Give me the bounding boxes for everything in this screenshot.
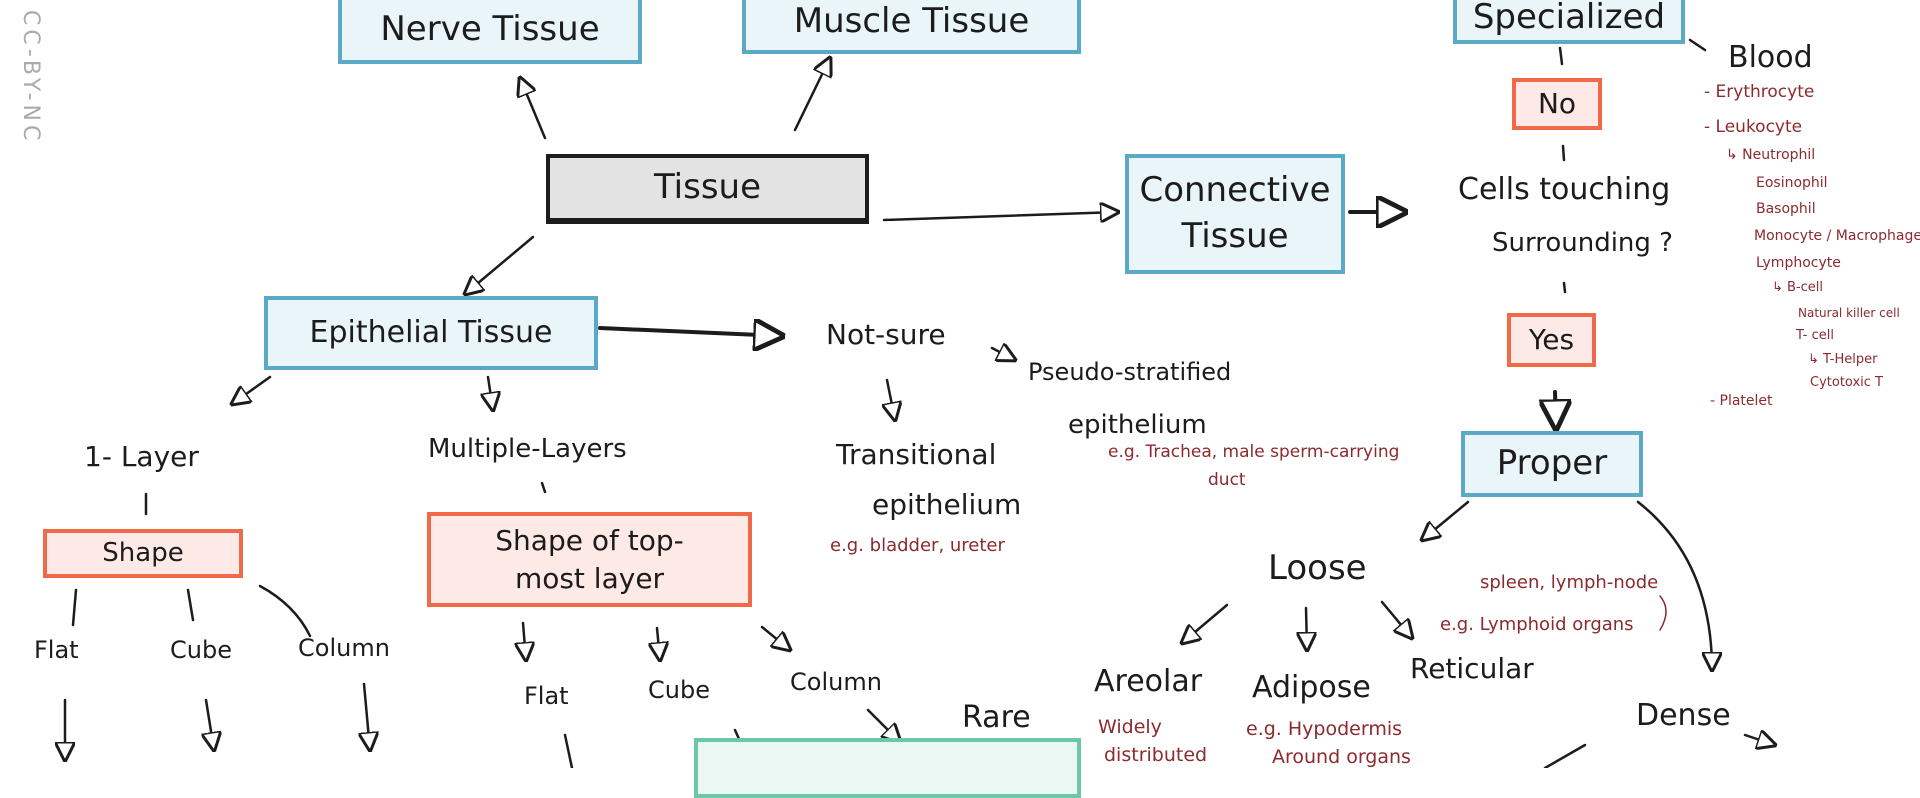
rare-label: Rare: [962, 700, 1031, 735]
areolar-note-1: Widely: [1098, 716, 1162, 738]
one-layer-label: 1- Layer: [84, 440, 199, 473]
blood-item: ↳ Neutrophil: [1726, 147, 1816, 163]
blood-item: - Erythrocyte: [1704, 82, 1815, 102]
adipose-note-2: Around organs: [1272, 746, 1411, 768]
flat-label-2: Flat: [524, 682, 569, 710]
connector-arrows: [0, 38, 1920, 768]
epithelial-tissue-node[interactable]: Epithelial Tissue: [264, 296, 598, 370]
transitional-label-2: epithelium: [872, 488, 1022, 521]
shape-node[interactable]: Shape: [43, 529, 243, 578]
transitional-example: e.g. bladder, ureter: [830, 535, 1005, 556]
loose-label: Loose: [1268, 548, 1367, 588]
dense-label: Dense: [1636, 698, 1731, 733]
shape-top-layer-node[interactable]: Shape of top-most layer: [427, 512, 752, 607]
flat-label-1: Flat: [34, 636, 79, 664]
proper-node[interactable]: Proper: [1461, 431, 1643, 497]
pseudostratified-label-2: epithelium: [1068, 410, 1207, 440]
adipose-label: Adipose: [1252, 670, 1371, 705]
pseudostratified-label: Pseudo-stratified: [1028, 358, 1232, 386]
blood-item: - Platelet: [1710, 393, 1773, 409]
blood-item: Eosinophil: [1756, 175, 1828, 191]
areolar-note-2: distributed: [1104, 744, 1208, 766]
cube-label-1: Cube: [170, 636, 232, 664]
blood-item: Cytotoxic T: [1810, 375, 1883, 390]
blood-item: Natural killer cell: [1798, 306, 1900, 320]
connective-tissue-node[interactable]: Connective Tissue: [1125, 154, 1345, 274]
pseudostratified-example-2: duct: [1208, 470, 1246, 490]
specialized-node[interactable]: Specialized: [1453, 0, 1685, 44]
muscle-tissue-node[interactable]: Muscle Tissue: [742, 0, 1081, 54]
reticular-label: Reticular: [1410, 652, 1534, 685]
blood-item: ↳ B-cell: [1772, 280, 1824, 295]
cells-question-line2: Surrounding ?: [1492, 228, 1673, 258]
reticular-example-1: spleen, lymph-node: [1480, 572, 1659, 593]
nerve-tissue-node[interactable]: Nerve Tissue: [338, 0, 642, 64]
column-label-2: Column: [790, 668, 882, 696]
adipose-note-1: e.g. Hypodermis: [1246, 718, 1402, 740]
cube-label-2: Cube: [648, 676, 710, 704]
tissue-node[interactable]: Tissue: [546, 154, 869, 224]
reticular-example-2: e.g. Lymphoid organs: [1440, 614, 1634, 635]
blood-item: Lymphocyte: [1756, 255, 1841, 271]
blood-label: Blood: [1728, 40, 1813, 75]
blood-item: Basophil: [1756, 201, 1816, 217]
multiple-layers-label: Multiple-Layers: [428, 434, 627, 464]
blood-item: Monocyte / Macrophage: [1754, 228, 1920, 244]
blood-item: - Leukocyte: [1704, 117, 1803, 137]
column-label-1: Column: [298, 634, 390, 662]
not-sure-label: Not-sure: [826, 318, 946, 351]
pseudostratified-example: e.g. Trachea, male sperm-carrying: [1108, 442, 1400, 462]
blood-item: T- cell: [1796, 328, 1834, 343]
yes-node[interactable]: Yes: [1507, 313, 1596, 367]
transitional-label: Transitional: [836, 438, 997, 471]
cells-question-line1: Cells touching: [1458, 172, 1671, 207]
blood-item: ↳ T-Helper: [1808, 352, 1878, 367]
rare-node-box[interactable]: [694, 738, 1081, 798]
areolar-label: Areolar: [1094, 664, 1203, 699]
license-watermark: CC-BY-NC: [18, 10, 43, 145]
no-node[interactable]: No: [1512, 78, 1602, 130]
